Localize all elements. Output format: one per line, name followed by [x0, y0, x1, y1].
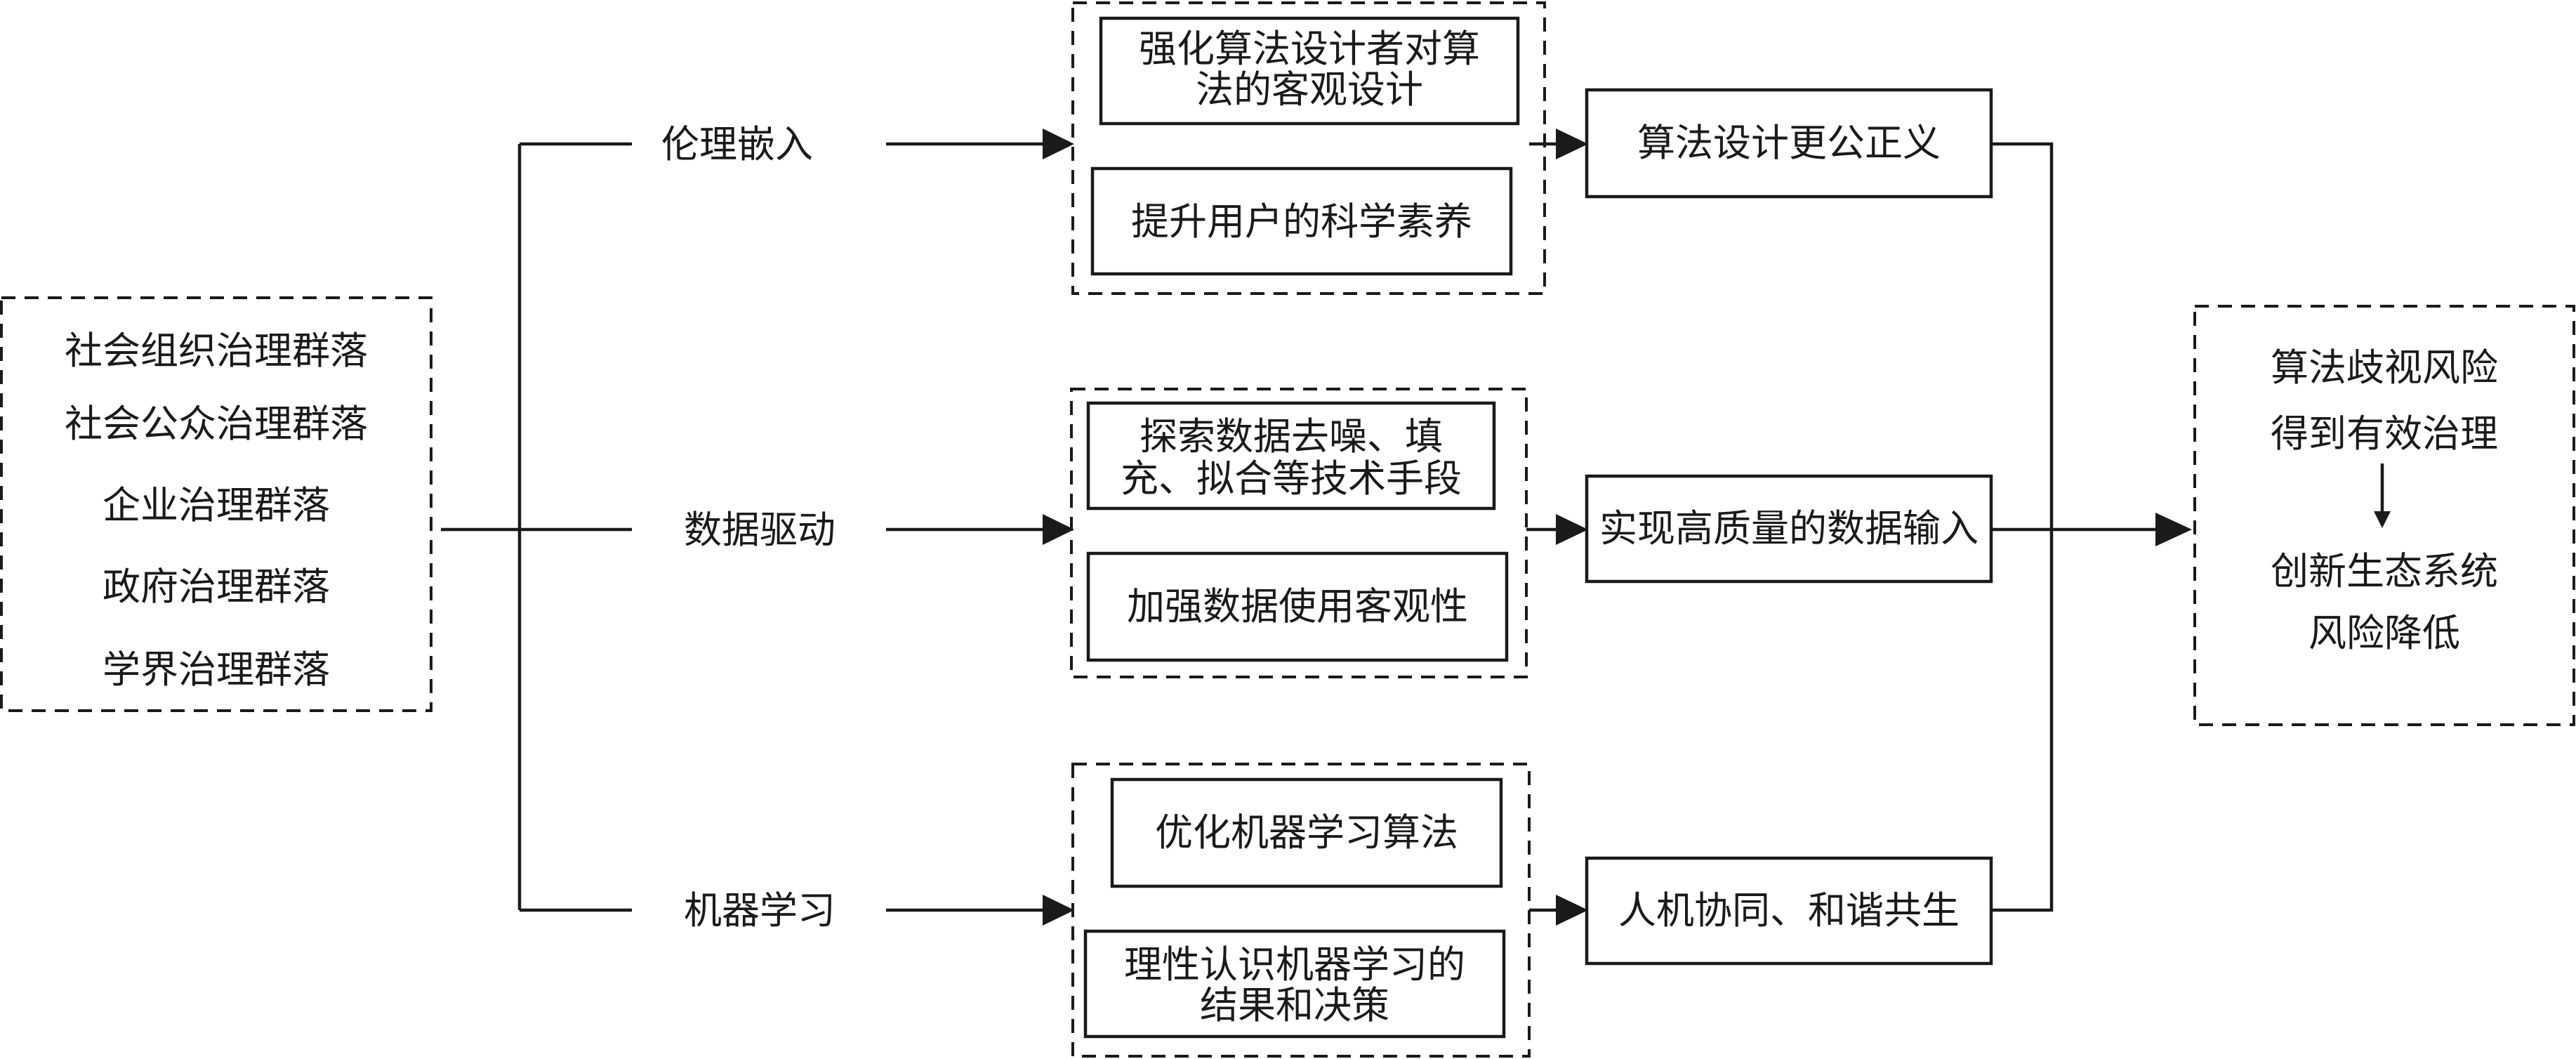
outcome-bottom-line-2: 风险降低 — [2309, 611, 2460, 655]
ethics-measure-1-line-1: 强化算法设计者对算 — [1139, 27, 1480, 71]
branch-label-ml: 机器学习 — [684, 888, 835, 933]
ethics-measure-group — [1071, 1, 1546, 295]
data-measure-2-text: 加强数据使用客观性 — [1127, 584, 1468, 629]
outcome-top-line-2: 得到有效治理 — [2271, 412, 2498, 456]
ethics-result-arrowhead — [1556, 129, 1588, 159]
result-texts: 算法设计更公正义 实现高质量的数据输入 人机协同、和谐共生 — [1599, 121, 1979, 933]
ml-measure-1-text: 优化机器学习算法 — [1155, 810, 1458, 855]
ml-measure-group — [1071, 763, 1531, 1058]
data-measure-1-line-1: 探索数据去噪、填 — [1140, 414, 1443, 459]
ml-measure-2-line-1: 理性认识机器学习的 — [1124, 942, 1465, 987]
source-items: 社会组织治理群落 社会公众治理群落 企业治理群落 政府治理群落 学界治理群落 — [65, 329, 368, 692]
source-item: 学界治理群落 — [103, 647, 330, 692]
ml-measure-2-box — [1083, 929, 1506, 1039]
right-bracket-top — [1991, 142, 2054, 530]
source-item: 社会组织治理群落 — [65, 329, 368, 373]
ml-result-arrowhead — [1556, 895, 1588, 926]
outcome-top-line-1: 算法歧视风险 — [2271, 346, 2498, 390]
data-measure-2-box — [1086, 551, 1509, 662]
data-result-box — [1585, 474, 1993, 584]
ethics-result-text: 算法设计更公正义 — [1637, 121, 1941, 165]
source-item: 社会公众治理群落 — [65, 402, 368, 446]
measure-texts: 强化算法设计者对算 法的客观设计 提升用户的科学素养 探索数据去噪、填 充、拟合… — [1121, 27, 1480, 1027]
source-item: 政府治理群落 — [103, 565, 330, 609]
data-measure-1-box — [1086, 401, 1496, 511]
data-result-text: 实现高质量的数据输入 — [1599, 506, 1979, 551]
branch-label-ethics: 伦理嵌入 — [661, 122, 813, 166]
data-arrowhead — [1043, 514, 1074, 545]
ethics-measure-1-line-2: 法的客观设计 — [1196, 67, 1423, 112]
branch-label-data: 数据驱动 — [684, 508, 835, 552]
connectors — [441, 142, 2384, 912]
ethics-result-box — [1585, 88, 1993, 199]
data-measure-1-line-2: 充、拟合等技术手段 — [1121, 456, 1462, 501]
ethics-measure-2-box — [1090, 166, 1513, 276]
ml-result-text: 人机协同、和谐共生 — [1618, 888, 1960, 933]
right-bracket-bottom — [1991, 530, 2054, 912]
arrowheads — [1043, 129, 2391, 926]
source-item: 企业治理群落 — [103, 483, 330, 527]
ml-result-box — [1585, 856, 1993, 966]
branch-labels: 伦理嵌入 数据驱动 机器学习 — [661, 122, 835, 933]
ethics-measure-1-box — [1099, 16, 1520, 126]
ml-measure-1-box — [1110, 777, 1503, 888]
outcome-inner-arrowhead — [2374, 511, 2391, 528]
outcome-bottom-line-1: 创新生态系统 — [2271, 549, 2498, 593]
ml-measure-2-line-2: 结果和决策 — [1200, 983, 1389, 1027]
data-result-arrowhead — [1556, 514, 1588, 545]
outcome-box — [2193, 305, 2575, 726]
sources-box — [0, 296, 432, 712]
outcome-arrowhead — [2155, 513, 2192, 546]
ethics-measure-2-text: 提升用户的科学素养 — [1131, 199, 1472, 244]
ml-arrowhead — [1043, 895, 1074, 926]
outcome-texts: 算法歧视风险 得到有效治理 创新生态系统 风险降低 — [2271, 346, 2498, 655]
ethics-arrowhead — [1043, 129, 1074, 159]
